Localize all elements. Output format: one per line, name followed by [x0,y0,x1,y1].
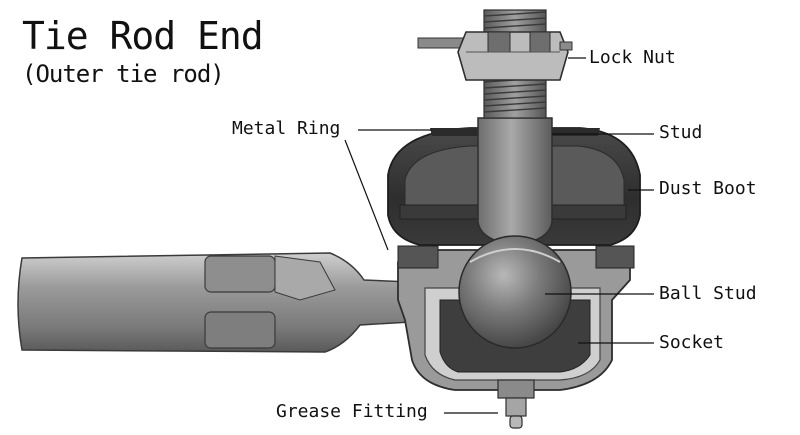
label-lock-nut: Lock Nut [589,47,676,68]
label-socket: Socket [659,332,725,353]
label-grease-fitting: Grease Fitting [276,401,428,422]
diagram-subtitle: (Outer tie rod) [22,60,225,88]
metal-ring-pointer [344,139,389,251]
diagram-title: Tie Rod End [22,14,264,58]
grease-fitting [497,379,535,429]
ball-stud [458,235,572,349]
lock-nut [417,31,573,81]
label-dust-boot: Dust Boot [659,178,757,199]
label-metal-ring: Metal Ring [232,118,341,139]
tie-rod-shaft [17,252,411,353]
label-ball-stud: Ball Stud [659,283,757,304]
label-stud: Stud [659,122,703,143]
leader-lines [344,57,654,414]
stud-shaft [477,117,553,243]
